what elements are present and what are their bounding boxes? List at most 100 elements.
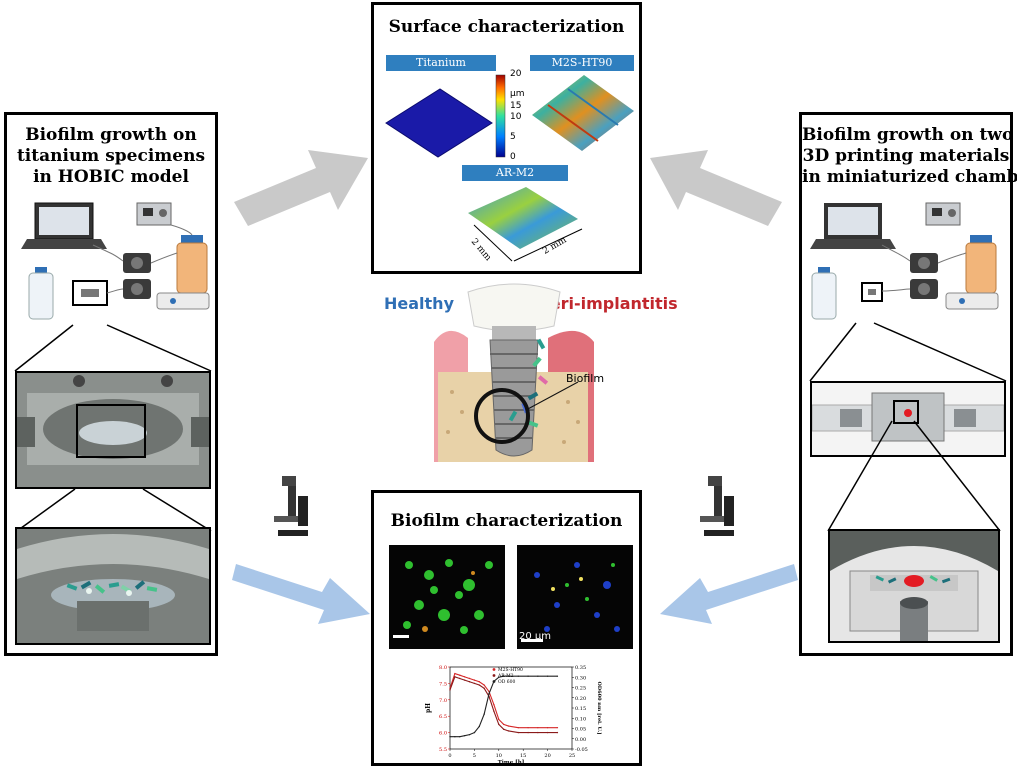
data-point [537, 675, 539, 677]
clsm-3d-image [389, 545, 505, 649]
zoom-lines-2 [827, 420, 1001, 532]
data-point [498, 723, 500, 726]
data-point [527, 726, 529, 729]
y-right-tick-label: -0.05 [575, 747, 588, 753]
biofilm-characterization-panel: Biofilm characterization 20 µm [371, 490, 642, 766]
data-point [468, 733, 471, 736]
waste-bottle-icon [811, 267, 837, 320]
data-point [468, 681, 471, 683]
data-point [537, 731, 539, 734]
miniaturized-setup-illustration [810, 202, 999, 320]
legend-marker [492, 674, 496, 677]
y-right-tick-label: 0.35 [575, 665, 586, 671]
arm2-label: AR-M2 [462, 165, 568, 181]
y-right-tick-label: 0.30 [575, 675, 586, 681]
x-tick-label: 15 [520, 753, 526, 759]
data-point [454, 672, 456, 675]
series-line-0 [449, 672, 558, 729]
arrow-right-to-surface [650, 150, 782, 226]
data-point [517, 675, 520, 677]
data-point [507, 725, 510, 727]
right-title-line-3: in miniaturized chambers [802, 167, 1017, 187]
data-point [527, 731, 529, 734]
scale-tick-5: 5 [510, 132, 516, 142]
data-point [546, 675, 549, 677]
data-point [468, 677, 471, 680]
data-point [459, 674, 461, 676]
data-point [463, 676, 466, 678]
x-tick-label: 0 [448, 753, 451, 759]
data-point [517, 731, 520, 734]
peristaltic-pump-icon [123, 253, 151, 299]
dimension-arrows [473, 224, 583, 262]
titanium-label: Titanium [386, 55, 496, 71]
arrow-left-to-biofilm [232, 564, 370, 624]
microscope-icon [274, 476, 308, 536]
scale-unit: µm [510, 89, 525, 99]
hobic-chamber-view [15, 371, 211, 489]
data-point [483, 684, 485, 686]
y-left-axis-label: pH [425, 703, 432, 713]
scalebar-label: 20 µm [519, 631, 552, 642]
data-point [537, 726, 539, 729]
pump-icon [136, 202, 172, 226]
y-left-tick-label: 6.0 [439, 731, 447, 737]
data-point [502, 728, 505, 731]
medium-bottle-icon [176, 235, 208, 294]
magnetic-stirrer-icon [156, 292, 210, 310]
data-point [478, 725, 480, 728]
peristaltic-pump-icon [910, 253, 938, 299]
magnetic-stirrer-icon [945, 292, 999, 310]
y-right-tick-label: 0.20 [575, 696, 586, 702]
implant-illustration [434, 283, 594, 462]
data-point [527, 675, 529, 677]
y-right-tick-label: 0.10 [575, 716, 586, 722]
data-point [463, 734, 466, 737]
x-tick-label: 5 [473, 753, 476, 759]
zoom-lines [14, 324, 212, 372]
data-point [556, 726, 559, 729]
y-left-tick-label: 7.0 [439, 698, 447, 704]
chamber-highlight-box [861, 282, 883, 302]
specimen-biofilm-view [15, 527, 211, 645]
m2s-label: M2S-HT90 [530, 55, 634, 71]
data-point [454, 676, 456, 678]
y-right-tick-label: 0.00 [575, 737, 586, 743]
microscope-icon-right [700, 476, 734, 536]
left-panel-hobic: Biofilm growth on titanium specimens in … [4, 112, 218, 656]
titanium-surface-map [385, 88, 493, 158]
peri-implantitis-label: Peri-implantitis [538, 294, 678, 313]
biofilm-label: Biofilm [566, 372, 605, 385]
surface-characterization-panel: Surface characterization Titanium M2S-HT… [371, 2, 642, 274]
right-panel-miniaturized: Biofilm growth on two 3D printing materi… [799, 112, 1017, 656]
scale-tick-15: 15 [510, 101, 522, 111]
data-point [454, 736, 456, 738]
x-tick-label: 20 [544, 753, 550, 759]
y-right-tick-label: 0.25 [575, 686, 586, 692]
y-left-tick-label: 6.5 [439, 714, 447, 720]
data-point [449, 689, 451, 691]
data-point [449, 736, 451, 738]
y-right-axis-label: OD600 nm [rel. U.] [596, 681, 602, 734]
scale-tick-0: 0 [510, 152, 516, 162]
laptop-icon [21, 202, 107, 249]
bacteria-cluster [66, 580, 158, 596]
legend-label: AR-M2 [497, 673, 514, 679]
medium-bottle-icon [965, 235, 997, 294]
data-point [473, 682, 476, 685]
right-title-line-1: Biofilm growth on two [802, 125, 1014, 145]
hobic-setup-illustration [21, 202, 210, 320]
data-point [498, 718, 500, 721]
legend-marker [492, 680, 496, 683]
left-title-line-1: Biofilm growth on [25, 125, 197, 145]
data-point [463, 679, 466, 681]
waste-bottle-icon [28, 267, 54, 320]
y-right-tick-label: 0.05 [575, 727, 586, 733]
right-panel-title: Biofilm growth on two 3D printing materi… [802, 125, 1017, 188]
height-color-scale [495, 74, 506, 158]
data-point [478, 684, 480, 686]
data-point [483, 687, 485, 690]
x-tick-label: 25 [569, 753, 575, 759]
series-line-1 [449, 676, 558, 734]
